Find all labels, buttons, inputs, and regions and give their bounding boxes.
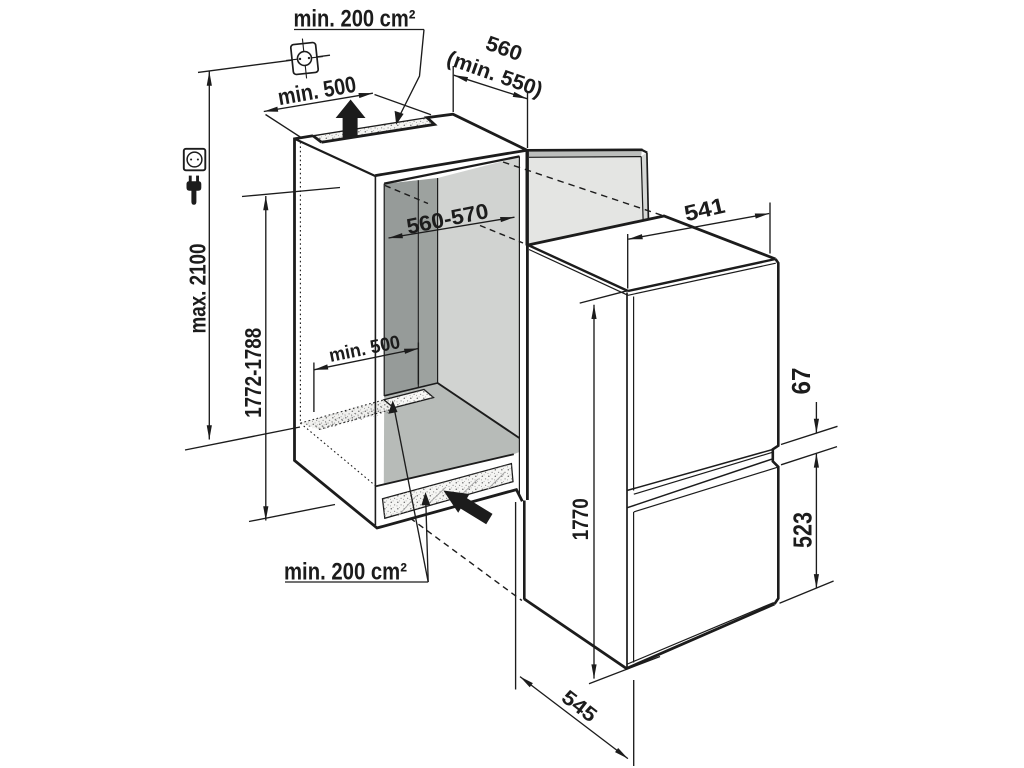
svg-text:1772-1788: 1772-1788 — [240, 328, 266, 418]
svg-text:min. 200 cm²: min. 200 cm² — [284, 559, 407, 586]
svg-text:1770: 1770 — [568, 498, 593, 540]
svg-text:max. 2100: max. 2100 — [185, 244, 211, 334]
svg-text:523: 523 — [788, 512, 818, 548]
svg-text:min. 200 cm²: min. 200 cm² — [294, 6, 416, 33]
svg-text:67: 67 — [786, 368, 816, 395]
